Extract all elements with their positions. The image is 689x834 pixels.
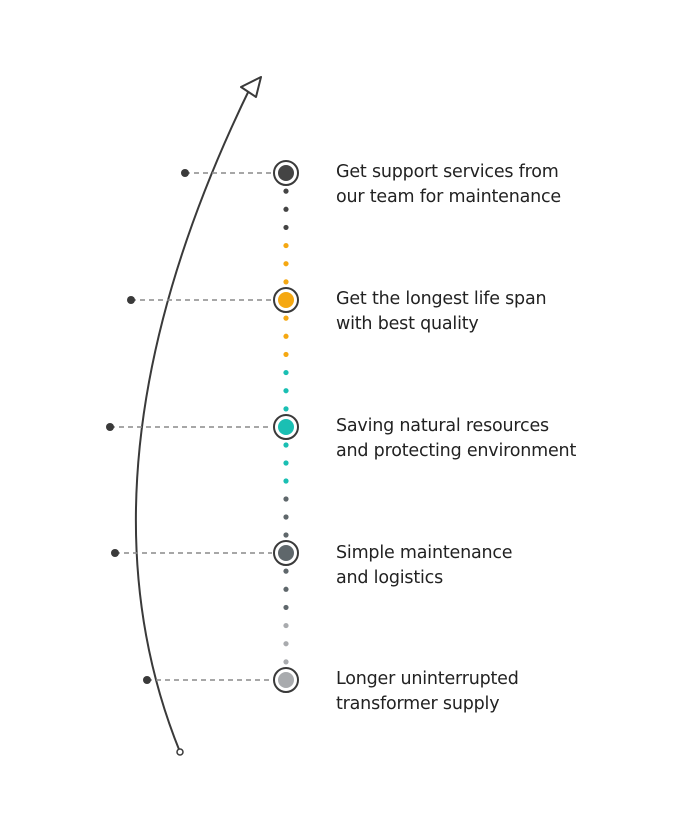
step-text-1-line-2: our team for maintenance (336, 187, 561, 207)
link-dot-1-2 (283, 206, 289, 212)
link-dot-2-3 (283, 351, 289, 358)
timeline-arc (134, 81, 254, 753)
link-dot-1-4 (283, 242, 289, 249)
link-dot-3-4 (283, 496, 289, 502)
link-dot-3-3 (283, 478, 289, 484)
milestone-dot-3 (278, 419, 294, 435)
link-dot-4-4 (283, 622, 289, 629)
step-text-1-line-1: Get support services from (336, 162, 559, 182)
milestone-dot-1 (278, 165, 294, 181)
link-dot-1-5 (283, 261, 289, 267)
step-text-4: Simple maintenance and logistics (336, 541, 676, 591)
step-text-3-line-1: Saving natural resources (336, 416, 549, 436)
milestone-dot-2 (278, 292, 294, 308)
link-dot-3-6 (283, 532, 289, 538)
step-text-5: Longer uninterrupted transformer supply (336, 667, 676, 717)
link-dot-1-6 (283, 279, 289, 285)
step-text-2-line-1: Get the longest life span (336, 289, 547, 309)
link-dot-1-1 (283, 188, 289, 194)
step-text-5-line-1: Longer uninterrupted (336, 669, 519, 689)
link-dot-2-1 (283, 315, 289, 321)
arc-point-3 (106, 423, 114, 431)
step-text-2: Get the longest life span with best qual… (336, 287, 676, 337)
link-dot-3-2 (283, 460, 289, 466)
milestone-dot-4 (278, 545, 294, 561)
step-text-3: Saving natural resources and protecting … (336, 414, 676, 464)
link-dot-3-1 (283, 442, 289, 448)
open-circle-icon (176, 748, 184, 756)
arc-point-4 (111, 549, 119, 557)
arrow-head-icon (240, 76, 262, 98)
step-text-4-line-2: and logistics (336, 568, 444, 588)
step-text-5-line-2: transformer supply (336, 694, 500, 714)
link-dot-4-2 (283, 586, 289, 592)
link-dot-1-3 (283, 224, 289, 231)
link-dot-3-5 (283, 514, 289, 520)
step-text-2-line-2: with best quality (336, 314, 479, 334)
link-dot-2-4 (283, 369, 289, 376)
step-text-1: Get support services from our team for m… (336, 160, 676, 210)
link-dot-2-5 (283, 388, 289, 394)
arc-point-1 (181, 169, 189, 177)
link-dot-4-6 (283, 659, 289, 665)
milestone-dot-5 (278, 672, 294, 688)
link-dot-2-2 (283, 333, 289, 339)
link-dot-2-6 (283, 406, 289, 412)
link-dot-4-1 (283, 568, 289, 574)
link-dot-4-3 (283, 604, 289, 611)
step-text-3-line-2: and protecting environment (336, 441, 577, 461)
step-text-4-line-1: Simple maintenance (336, 543, 513, 563)
arc-point-2 (127, 296, 135, 304)
arc-point-5 (143, 676, 151, 684)
link-dot-4-5 (283, 641, 289, 647)
